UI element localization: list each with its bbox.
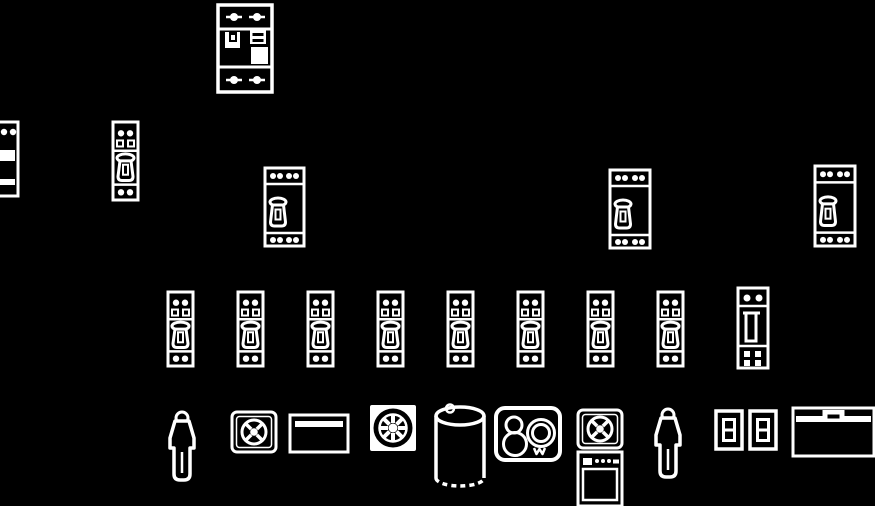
mcb-breaker-4[interactable] [306,290,335,368]
mcb-breaker-5[interactable] [376,290,405,368]
rcd-breaker-1[interactable] [263,166,306,248]
mcb-breaker-8[interactable] [586,290,615,368]
rcd-breaker-2[interactable] [608,168,652,250]
extractor-fan-outlet-1[interactable] [230,410,278,454]
water-heater-cylinder[interactable] [434,403,486,488]
mcb-breaker-7[interactable] [516,290,545,368]
washing-machine[interactable] [576,450,624,506]
ventilation-fan[interactable] [370,405,416,451]
extractor-fan-outlet-2[interactable] [576,408,624,450]
rocker-switch-2[interactable] [748,409,778,451]
mcb-breaker-9[interactable] [656,290,685,368]
main-circuit-breaker-2p[interactable] [216,3,274,94]
heater-panel[interactable] [288,413,350,454]
rcd-breaker-3[interactable] [813,164,857,248]
breaker-partial-left-edge[interactable] [0,120,20,198]
mcb-breaker-2[interactable] [166,290,195,368]
mcb-breaker-1[interactable] [111,120,140,202]
rocker-switch-1[interactable] [714,409,744,451]
ac-heater-unit[interactable] [791,406,875,458]
mcb-breaker-6[interactable] [446,290,475,368]
lamp-bulb-1[interactable] [168,410,196,482]
cooktop-hob[interactable] [494,406,562,462]
contactor-relay[interactable] [736,286,770,370]
lamp-bulb-2[interactable] [654,407,682,479]
mcb-breaker-3[interactable] [236,290,265,368]
